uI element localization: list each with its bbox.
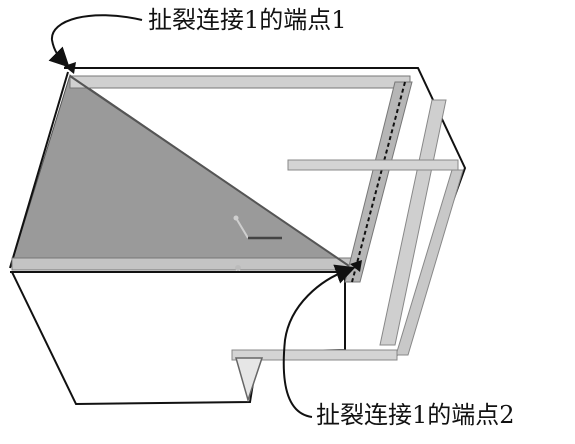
top-bar — [69, 75, 411, 89]
endpoint-1-label: 扯裂连接1的端点1 — [148, 6, 347, 34]
outer-column-bar — [395, 169, 464, 356]
leader-arrow-2 — [282, 264, 356, 418]
front-column-bar — [344, 81, 413, 283]
bottom-tab — [235, 357, 264, 403]
shelf-bar — [287, 159, 459, 171]
middle-horizontal-bar — [11, 257, 353, 271]
lower-bar — [231, 349, 398, 361]
leader-arrow-1 — [48, 14, 143, 68]
endpoint-2-marker — [350, 260, 362, 272]
middle-bar-dot — [235, 265, 241, 271]
shaded-triangle-face — [11, 74, 354, 269]
diagonal-edge — [69, 75, 353, 269]
small-lever-glyph — [233, 215, 282, 240]
endpoint-2-label: 扯裂连接1的端点2 — [316, 401, 515, 429]
left-edge — [9, 71, 69, 269]
front-body-face — [10, 271, 346, 406]
